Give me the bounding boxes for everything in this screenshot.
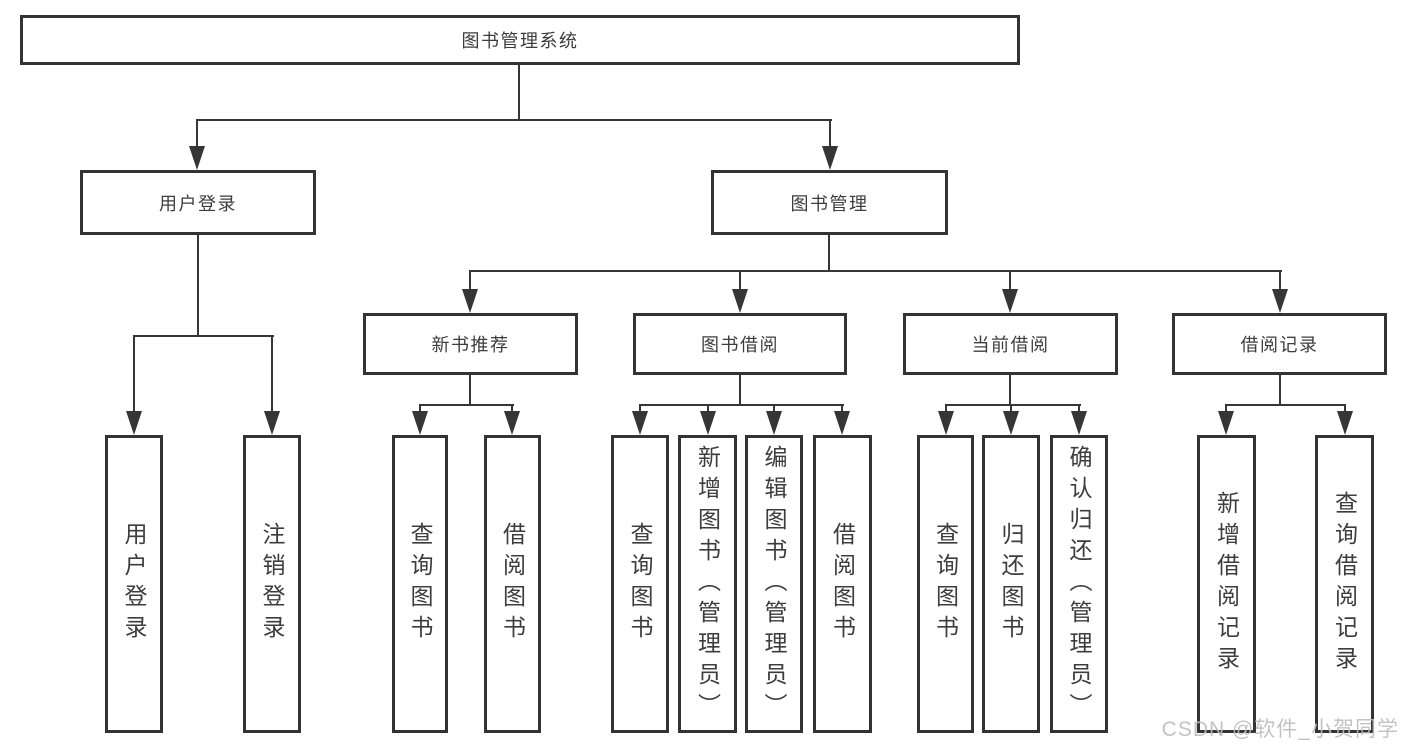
leaf-edit-books-admin: 编辑图书（管理员） <box>745 435 803 733</box>
node-new-book-recommendation: 新书推荐 <box>363 313 578 375</box>
connector-vline <box>829 119 831 149</box>
arrow-down-icon <box>766 411 782 435</box>
connector-vline <box>1344 404 1346 414</box>
connector-hline <box>469 270 1282 272</box>
arrow-down-icon <box>1002 289 1018 313</box>
arrow-down-icon <box>1071 411 1087 435</box>
leaf-return-books: 归还图书 <box>982 435 1040 733</box>
node-book-borrowing: 图书借阅 <box>633 313 847 375</box>
arrow-down-icon <box>126 411 142 435</box>
connector-vline <box>1225 404 1227 414</box>
csdn-watermark: CSDN @软件_小贺同学 <box>1161 718 1399 741</box>
connector-vline <box>469 270 471 291</box>
connector-vline <box>945 404 947 414</box>
arrow-down-icon <box>1003 411 1019 435</box>
arrow-down-icon <box>834 411 850 435</box>
node-borrowing-records: 借阅记录 <box>1172 313 1387 375</box>
arrow-down-icon <box>700 411 716 435</box>
connector-vline <box>639 404 641 414</box>
connector-vline <box>197 233 199 337</box>
connector-vline <box>1010 404 1012 414</box>
connector-vline <box>511 404 513 414</box>
arrow-down-icon <box>1218 411 1234 435</box>
connector-vline <box>1009 270 1011 291</box>
leaf-borrow-books-borrowing: 借阅图书 <box>813 435 872 733</box>
connector-vline <box>271 335 273 413</box>
connector-vline <box>196 119 198 149</box>
connector-vline <box>1009 373 1011 406</box>
connector-vline <box>841 404 843 414</box>
connector-vline <box>1078 404 1080 414</box>
node-user-login: 用户登录 <box>80 170 316 235</box>
connector-vline <box>469 373 471 406</box>
arrow-down-icon <box>822 146 838 170</box>
arrow-down-icon <box>412 411 428 435</box>
leaf-logout: 注销登录 <box>243 435 301 733</box>
arrow-down-icon <box>504 411 520 435</box>
node-library-management-system: 图书管理系统 <box>20 15 1020 65</box>
leaf-add-borrow-record: 新增借阅记录 <box>1197 435 1256 733</box>
node-current-borrowing: 当前借阅 <box>903 313 1118 375</box>
arrow-down-icon <box>462 289 478 313</box>
leaf-query-books-current: 查询图书 <box>917 435 974 733</box>
arrow-down-icon <box>189 146 205 170</box>
connector-vline <box>1279 373 1281 406</box>
leaf-query-books-borrowing: 查询图书 <box>611 435 669 733</box>
arrow-down-icon <box>264 411 280 435</box>
arrow-down-icon <box>632 411 648 435</box>
connector-vline <box>133 335 135 413</box>
connector-hline <box>133 335 274 337</box>
connector-vline <box>739 270 741 291</box>
leaf-borrow-books-recommend: 借阅图书 <box>484 435 541 733</box>
connector-vline <box>739 373 741 406</box>
leaf-confirm-return-admin: 确认归还（管理员） <box>1050 435 1108 733</box>
connector-hline <box>196 119 832 121</box>
connector-vline <box>828 233 830 272</box>
leaf-query-borrow-record: 查询借阅记录 <box>1315 435 1374 733</box>
connector-vline <box>518 63 520 121</box>
arrow-down-icon <box>1272 289 1288 313</box>
node-book-management: 图书管理 <box>711 170 948 235</box>
arrow-down-icon <box>732 289 748 313</box>
connector-vline <box>773 404 775 414</box>
connector-hline <box>419 404 514 406</box>
connector-hline <box>945 404 1081 406</box>
connector-vline <box>707 404 709 414</box>
leaf-add-books-admin: 新增图书（管理员） <box>678 435 737 733</box>
connector-hline <box>1225 404 1346 406</box>
arrow-down-icon <box>1337 411 1353 435</box>
arrow-down-icon <box>938 411 954 435</box>
connector-vline <box>1279 270 1281 291</box>
connector-hline <box>639 404 844 406</box>
leaf-user-login: 用户登录 <box>105 435 163 733</box>
leaf-query-books-recommend: 查询图书 <box>392 435 448 733</box>
connector-vline <box>419 404 421 414</box>
